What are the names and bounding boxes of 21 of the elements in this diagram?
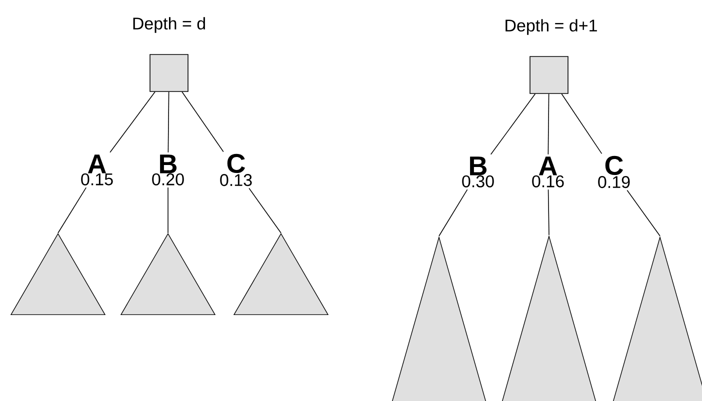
tree-edge	[58, 187, 87, 234]
tree-edge	[548, 189, 550, 236]
letter-label: B 0.30	[462, 156, 494, 188]
tree-edge	[490, 94, 536, 155]
letter-label: B 0.20	[152, 154, 184, 186]
letter-label: C 0.13	[220, 154, 252, 186]
depth-heading: Depth = d+1	[506, 19, 597, 35]
letter-label: C 0.19	[598, 156, 630, 188]
letter-label: A 0.15	[81, 154, 113, 186]
tree-edge	[626, 190, 660, 236]
tree-edge	[168, 92, 170, 153]
tree-edge	[548, 94, 550, 155]
tree-edge	[248, 188, 282, 234]
letter-label: A 0.16	[532, 156, 564, 188]
tree-edge	[561, 94, 602, 154]
depth-heading: Depth = d	[133, 17, 205, 33]
square-node	[530, 56, 568, 94]
tree-edge	[182, 92, 224, 152]
square-node	[150, 54, 188, 92]
tree-edge	[110, 92, 156, 153]
tree-edge	[438, 189, 468, 236]
